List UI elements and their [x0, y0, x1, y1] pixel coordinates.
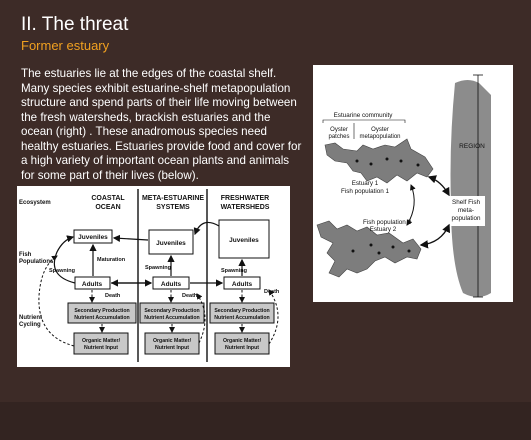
adults-label-meta: Adults [161, 281, 182, 288]
arrow-spawning-coastal [53, 235, 76, 284]
fish-population-1-label: Fish population 1 [341, 188, 389, 195]
juveniles-box-fresh [218, 219, 270, 259]
production-box-meta [139, 302, 205, 324]
estuary-1-shape [324, 138, 434, 184]
dashed-meta-loop [196, 293, 206, 344]
juveniles-label-coastal: Juveniles [78, 234, 108, 241]
shelf-label-2: meta- [458, 207, 474, 214]
col-meta-1: META-ESTUARINE [142, 195, 204, 202]
adults-box-fresh [223, 276, 261, 290]
estuary-2-label: Estuary 2 [370, 226, 397, 233]
production-label-meta-2: Nutrient Accumulation [144, 315, 199, 321]
fish-dot-1 [351, 249, 355, 253]
slide-title: II. The threat [21, 14, 129, 35]
oyster-meta-label-1: Oyster [371, 127, 389, 133]
row-label-cycling: Cycling [19, 322, 41, 328]
spawning-label-coastal: Spawning [49, 268, 75, 274]
fish-population-2-label: Fish population 2 [363, 219, 411, 226]
oyster-dot-4 [399, 159, 403, 163]
fish-dot-2 [369, 243, 373, 247]
row-label-nutrient: Nutrient [19, 315, 42, 321]
oyster-dot-5 [416, 163, 420, 167]
production-label-fresh-1: Secondary Production [214, 308, 269, 314]
fish-dot-4 [391, 245, 395, 249]
organic-label-meta-2: Nutrient Input [155, 345, 189, 351]
estuarine-community-bracket [322, 119, 406, 123]
estuary-2-shape [316, 220, 422, 278]
row-label-fish: Fish [19, 252, 32, 258]
lifecycle-diagram: Ecosystem Fish Populations Nutrient Cycl… [17, 186, 290, 367]
col-fresh-1: FRESHWATER [221, 195, 269, 202]
organic-label-meta-1: Organic Matter/ [153, 338, 192, 344]
arrow-estuary2-shelf [419, 223, 450, 249]
shelf-label-bg [447, 196, 485, 226]
death-label-meta: Death [182, 293, 198, 299]
production-box-coastal [67, 302, 137, 324]
arrow-estuary1-shelf [427, 175, 450, 197]
body-paragraph: The estuaries lie at the edges of the co… [21, 67, 302, 182]
oyster-patches-label-1: Oyster [330, 127, 348, 133]
maturation-label: Maturation [97, 257, 126, 263]
shelf-label-3: population [451, 215, 481, 222]
production-label-coastal-1: Secondary Production [74, 308, 129, 314]
row-label-ecosystem: Ecosystem [19, 200, 51, 206]
production-label-meta-1: Secondary Production [144, 308, 199, 314]
organic-label-fresh-1: Organic Matter/ [223, 338, 262, 344]
organic-label-coastal-2: Nutrient Input [84, 345, 118, 351]
arrow-juv-fresh-meta [193, 221, 220, 236]
adults-label-coastal: Adults [82, 281, 103, 288]
bottom-band [0, 402, 531, 440]
adults-label-fresh: Adults [232, 281, 253, 288]
slide-subtitle: Former estuary [21, 38, 110, 53]
dashed-fresh-loop [268, 289, 279, 345]
col-meta-2: SYSTEMS [156, 204, 190, 211]
shelf-region [450, 80, 491, 297]
region-label: REGION [459, 143, 485, 150]
arrow-estuary-link [406, 184, 416, 226]
production-label-coastal-2: Nutrient Accumulation [74, 315, 129, 321]
row-label-populations: Populations [19, 259, 54, 265]
fish-dot-5 [407, 249, 411, 253]
oyster-dot-1 [355, 159, 359, 163]
juveniles-label-fresh: Juveniles [229, 237, 259, 244]
production-label-fresh-2: Nutrient Accumulation [214, 315, 269, 321]
juveniles-box-meta [148, 229, 194, 255]
estuary-map: REGION Estuarine community Oyster patche… [313, 65, 513, 302]
oyster-patches-label-2: patches [328, 134, 349, 140]
organic-box-coastal [73, 332, 129, 355]
col-coastal-2: OCEAN [95, 204, 120, 211]
juveniles-label-meta: Juveniles [156, 240, 186, 247]
arrow-juv-meta-coastal [112, 234, 149, 242]
fish-dot-3 [377, 251, 381, 255]
organic-label-fresh-2: Nutrient Input [225, 345, 259, 351]
estuary-1-label: Estuary 1 [352, 180, 379, 187]
organic-box-meta [144, 332, 200, 355]
spawning-label-fresh: Spawning [221, 268, 247, 274]
spawning-label-meta: Spawning [145, 265, 171, 271]
adults-box-meta [152, 276, 190, 290]
shelf-label-1: Shelf Fish [452, 199, 480, 206]
oyster-dot-2 [369, 162, 373, 166]
production-box-fresh [209, 302, 275, 324]
dashed-coastal-loop [38, 255, 75, 347]
oyster-dot-3 [385, 157, 389, 161]
death-label-coastal: Death [105, 293, 121, 299]
estuarine-community-label: Estuarine community [334, 112, 394, 119]
death-label-fresh: Death [264, 289, 280, 295]
col-coastal-1: COASTAL [91, 195, 125, 202]
col-fresh-2: WATERSHEDS [221, 204, 270, 211]
organic-label-coastal-1: Organic Matter/ [82, 338, 121, 344]
oyster-meta-label-2: metapopulation [359, 134, 400, 140]
